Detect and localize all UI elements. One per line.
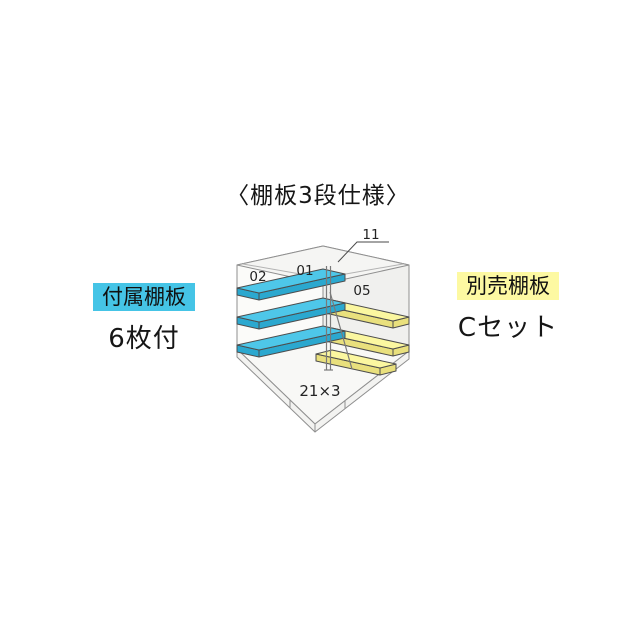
shelf-top-face [236, 268, 346, 294]
shelf-top-face [236, 325, 346, 351]
shelf-top-face [315, 349, 397, 369]
optional-shelf-annotation: 別売棚板 Cセット [446, 272, 570, 344]
included-shelf-chip: 付属棚板 [93, 283, 195, 312]
shelf-top-face [236, 297, 346, 323]
part-label-left-panel: 02 [249, 269, 266, 285]
page-title: 〈棚板3段仕様〉 [226, 183, 410, 209]
post-brace [329, 291, 353, 370]
included-shelf-2 [236, 297, 346, 330]
optional-shelf-set: Cセット [457, 313, 559, 344]
part-label-back-panel: 01 [296, 263, 313, 279]
optional-shelf-3 [315, 349, 397, 376]
included-shelf-3 [236, 325, 346, 358]
included-shelf-group [236, 268, 346, 358]
included-shelf-annotation: 付属棚板 6枚付 [83, 283, 205, 355]
part-label-roof: 11 [362, 227, 379, 243]
roof-leader-line [337, 241, 389, 263]
optional-shelf-chip: 別売棚板 [457, 272, 559, 301]
included-shelf-count: 6枚付 [108, 324, 180, 355]
part-label-support: 21×3 [299, 382, 340, 400]
included-shelf-1 [236, 268, 346, 301]
part-callouts: 11 02 01 05 21×3 [249, 227, 389, 400]
part-label-right-panel: 05 [353, 283, 370, 299]
support-post [324, 266, 353, 371]
